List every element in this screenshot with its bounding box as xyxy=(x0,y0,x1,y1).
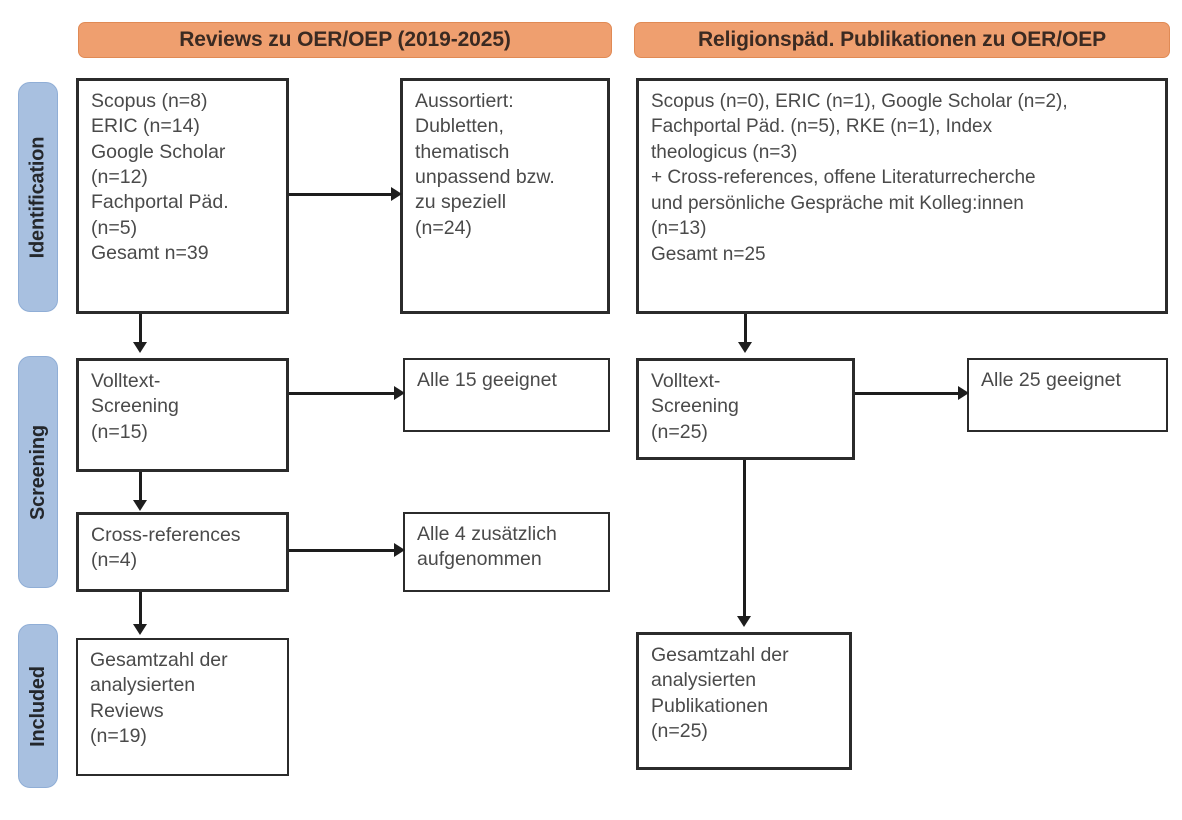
connector-left-fulltext-to-eligible xyxy=(289,392,396,395)
stage-label-included: Included xyxy=(18,624,58,788)
arrowhead-left-sources-to-fulltext xyxy=(133,342,147,353)
arrowhead-right-sources-to-fulltext xyxy=(738,342,752,353)
column-header-reviews-label: Reviews zu OER/OEP (2019-2025) xyxy=(179,28,511,51)
box-right-included-total: Gesamtzahl der analysierten Publikatione… xyxy=(636,632,852,770)
arrowhead-right-fulltext-to-eligible xyxy=(958,386,969,400)
box-left-crossrefs-added: Alle 4 zusätzlich aufgenommen xyxy=(403,512,610,592)
arrowhead-left-fulltext-to-crossrefs xyxy=(133,500,147,511)
box-right-identification-sources: Scopus (n=0), ERIC (n=1), Google Scholar… xyxy=(636,78,1168,314)
box-right-screening-eligible: Alle 25 geeignet xyxy=(967,358,1168,432)
arrowhead-left-crossrefs-to-added xyxy=(394,543,405,557)
column-header-religionspaed-label: Religionspäd. Publikationen zu OER/OEP xyxy=(697,28,1107,51)
connector-left-crossrefs-to-added xyxy=(289,549,396,552)
connector-right-sources-to-fulltext xyxy=(744,314,747,344)
box-left-included-total: Gesamtzahl der analysierten Reviews (n=1… xyxy=(76,638,289,776)
connector-left-fulltext-to-crossrefs xyxy=(139,472,142,502)
connector-left-sources-to-fulltext xyxy=(139,314,142,344)
box-right-screening-fulltext: Volltext- Screening (n=25) xyxy=(636,358,855,460)
stage-label-identification-text: Identification xyxy=(26,136,49,258)
arrowhead-left-sources-to-excluded xyxy=(391,187,402,201)
connector-right-fulltext-to-eligible xyxy=(855,392,960,395)
connector-left-crossrefs-to-included xyxy=(139,592,142,626)
stage-label-screening: Screening xyxy=(18,356,58,588)
box-left-crossrefs: Cross-references (n=4) xyxy=(76,512,289,592)
box-left-screening-fulltext: Volltext- Screening (n=15) xyxy=(76,358,289,472)
box-left-screening-eligible: Alle 15 geeignet xyxy=(403,358,610,432)
connector-left-sources-to-excluded xyxy=(289,193,393,196)
box-left-identification-excluded: Aussortiert: Dubletten, thematisch unpas… xyxy=(400,78,610,314)
arrowhead-left-fulltext-to-eligible xyxy=(394,386,405,400)
stage-label-included-text: Included xyxy=(26,665,49,747)
stage-label-screening-text: Screening xyxy=(26,424,49,520)
column-header-reviews: Reviews zu OER/OEP (2019-2025) xyxy=(78,22,612,58)
stage-label-identification: Identification xyxy=(18,82,58,312)
arrowhead-left-crossrefs-to-included xyxy=(133,624,147,635)
column-header-religionspaed: Religionspäd. Publikationen zu OER/OEP xyxy=(634,22,1170,58)
connector-right-fulltext-to-included xyxy=(743,460,746,618)
arrowhead-right-fulltext-to-included xyxy=(737,616,751,627)
box-left-identification-sources: Scopus (n=8) ERIC (n=14) Google Scholar … xyxy=(76,78,289,314)
